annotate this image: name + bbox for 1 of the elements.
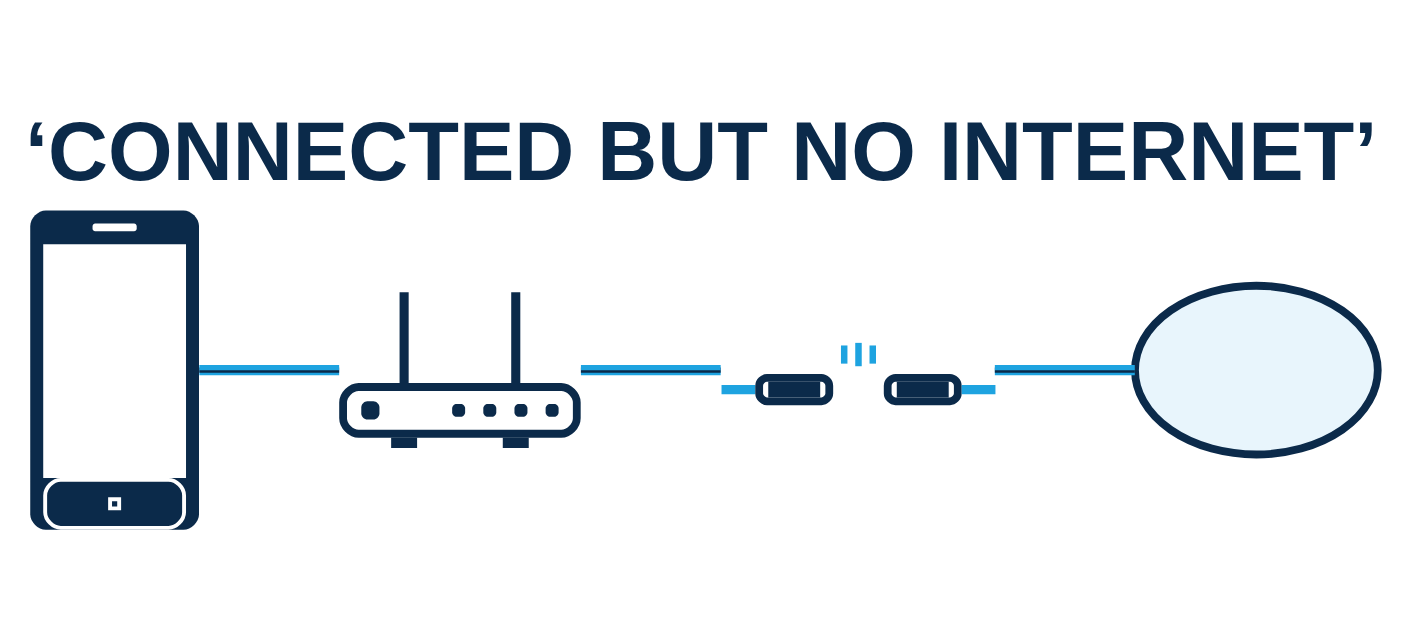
diagram-title: ‘CONNECTED BUT NO INTERNET’	[25, 104, 1378, 198]
